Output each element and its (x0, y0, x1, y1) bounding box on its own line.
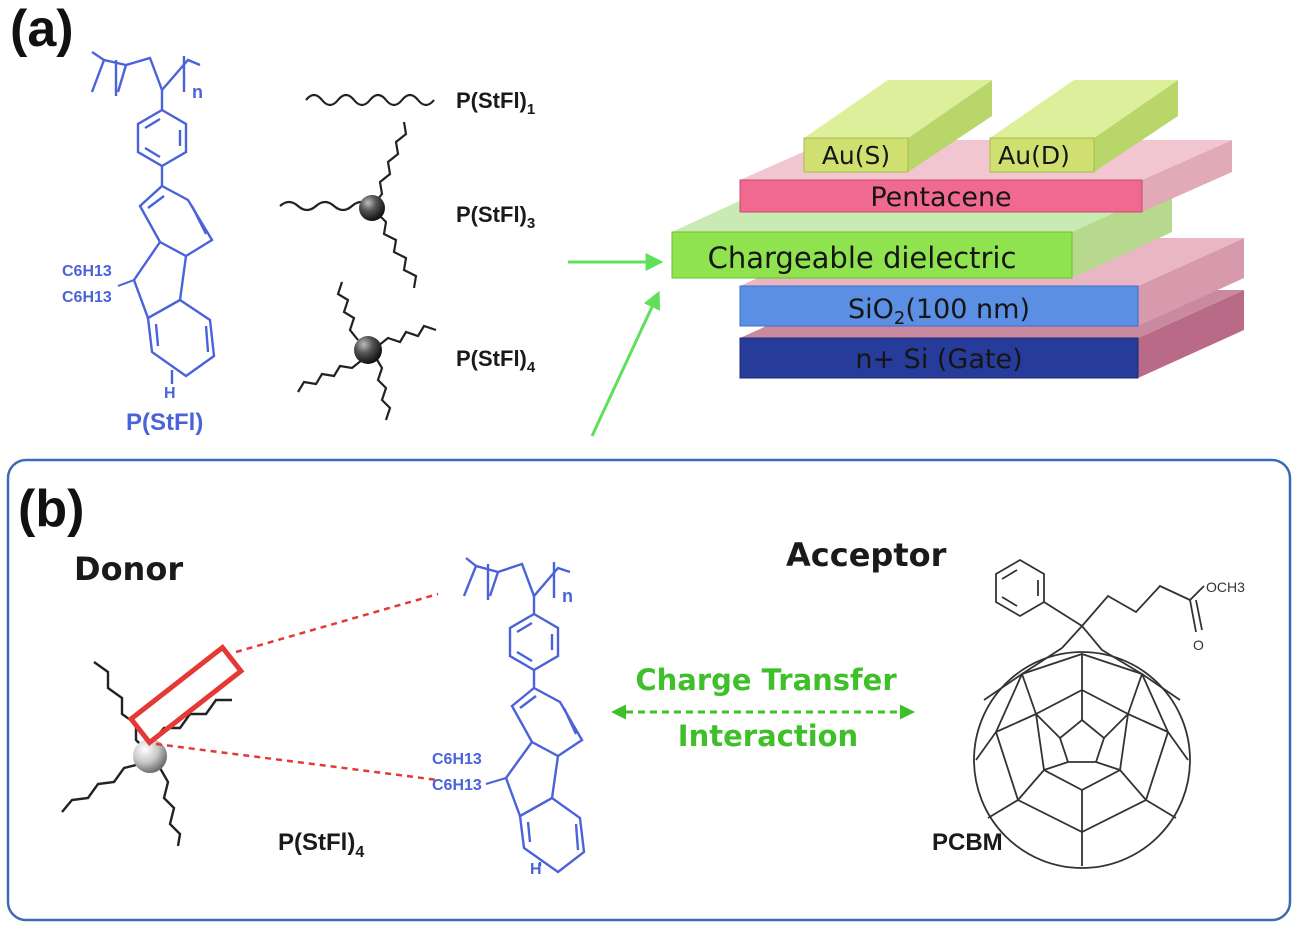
arch-label-1: P(StFl)1 (456, 88, 535, 118)
drain-side (1094, 80, 1178, 172)
linear-chain (305, 93, 435, 107)
gate-side (1138, 290, 1244, 378)
terminal-h: H (164, 385, 176, 402)
fluorene-double-4 (204, 325, 210, 353)
hexyl-label-2: C6H13 (62, 289, 112, 306)
fluorene-double-3 (154, 323, 160, 347)
device-stack: n+ Si (Gate) SiO2(100 nm) Chargeable die… (671, 80, 1244, 379)
donor-label: Donor (74, 550, 183, 588)
hexyl-label-1: C6H13 (62, 263, 112, 280)
dielectric-label: Chargeable dielectric (708, 241, 1017, 275)
monomer-hexyl-2: C6H13 (432, 777, 482, 794)
source-label: Au(S) (822, 141, 890, 170)
backbone-branch-2 (116, 64, 128, 93)
carbonyl-o: O (1193, 637, 1204, 653)
star-polymer-label: P(StFl)4 (278, 829, 364, 861)
arch-label-3: P(StFl)3 (456, 202, 535, 232)
zoom-line-top (235, 592, 439, 654)
donor-star (61, 661, 232, 847)
fluorene-ring-lower (146, 298, 216, 378)
svg-text:P(StFl)1: P(StFl)1 (456, 88, 535, 118)
panel-a-letter: (a) (10, 0, 74, 58)
phenyl-double-3 (144, 146, 161, 159)
phenyl-double-1 (144, 117, 161, 130)
highlight-box (127, 643, 245, 747)
fluorene-double-2 (190, 205, 208, 235)
gate-front (739, 337, 1139, 379)
sio2-side (1138, 238, 1244, 326)
gate-label: n+ Si (Gate) (855, 344, 1022, 375)
svg-text:P(StFl)3: P(StFl)3 (456, 202, 535, 232)
interaction-line-2: Interaction (678, 719, 858, 753)
monomer-structure (462, 557, 586, 874)
interaction-line-1: Charge Transfer (635, 663, 897, 697)
sio2-front (739, 285, 1139, 327)
pcbm-label: PCBM (932, 829, 1003, 856)
pentacene-front (739, 179, 1143, 213)
donor-core (133, 739, 167, 773)
pcbm-structure (973, 558, 1205, 869)
monomer-n: n (562, 586, 573, 606)
pentacene-label: Pentacene (870, 182, 1011, 213)
fluorene-double-1 (147, 195, 165, 209)
ester-group: OCH3 (1206, 579, 1245, 595)
panel-b-frame (6, 458, 1292, 922)
arrow-from-panel-b (590, 290, 661, 437)
four-arm-star (297, 281, 437, 421)
hexyl-bond (117, 279, 135, 287)
three-arm-star (279, 121, 418, 289)
source-top (804, 80, 992, 138)
pentacene-side (1142, 140, 1232, 212)
fluorene-ring-upper (138, 184, 214, 258)
acceptor-label: Acceptor (786, 536, 947, 574)
dielectric-front (671, 231, 1073, 279)
repeat-unit-n: n (192, 82, 203, 102)
panel-b-letter: (b) (18, 480, 84, 538)
pstfl-label: P(StFl) (126, 409, 203, 436)
zoom-line-bottom (155, 742, 439, 782)
svg-text:P(StFl)4: P(StFl)4 (278, 829, 364, 861)
star-core-3 (359, 195, 385, 221)
svg-text:P(StFl)4: P(StFl)4 (456, 346, 536, 376)
sio2-label: SiO2(100 nm) (848, 294, 1030, 329)
monomer-hexyl-1: C6H13 (432, 751, 482, 768)
fluorene-five-ring (132, 241, 188, 320)
drain-label: Au(D) (998, 141, 1070, 170)
backbone-branch (91, 51, 105, 61)
pstfl-structure (90, 51, 216, 384)
star-core-4 (354, 336, 382, 364)
monomer-terminal-h: H (530, 861, 542, 878)
drain-top (990, 80, 1178, 138)
source-front (803, 137, 909, 173)
drain-front (989, 137, 1095, 173)
source-side (908, 80, 992, 172)
arch-label-4: P(StFl)4 (456, 346, 536, 376)
monomer-hexyl-bond (485, 777, 507, 785)
